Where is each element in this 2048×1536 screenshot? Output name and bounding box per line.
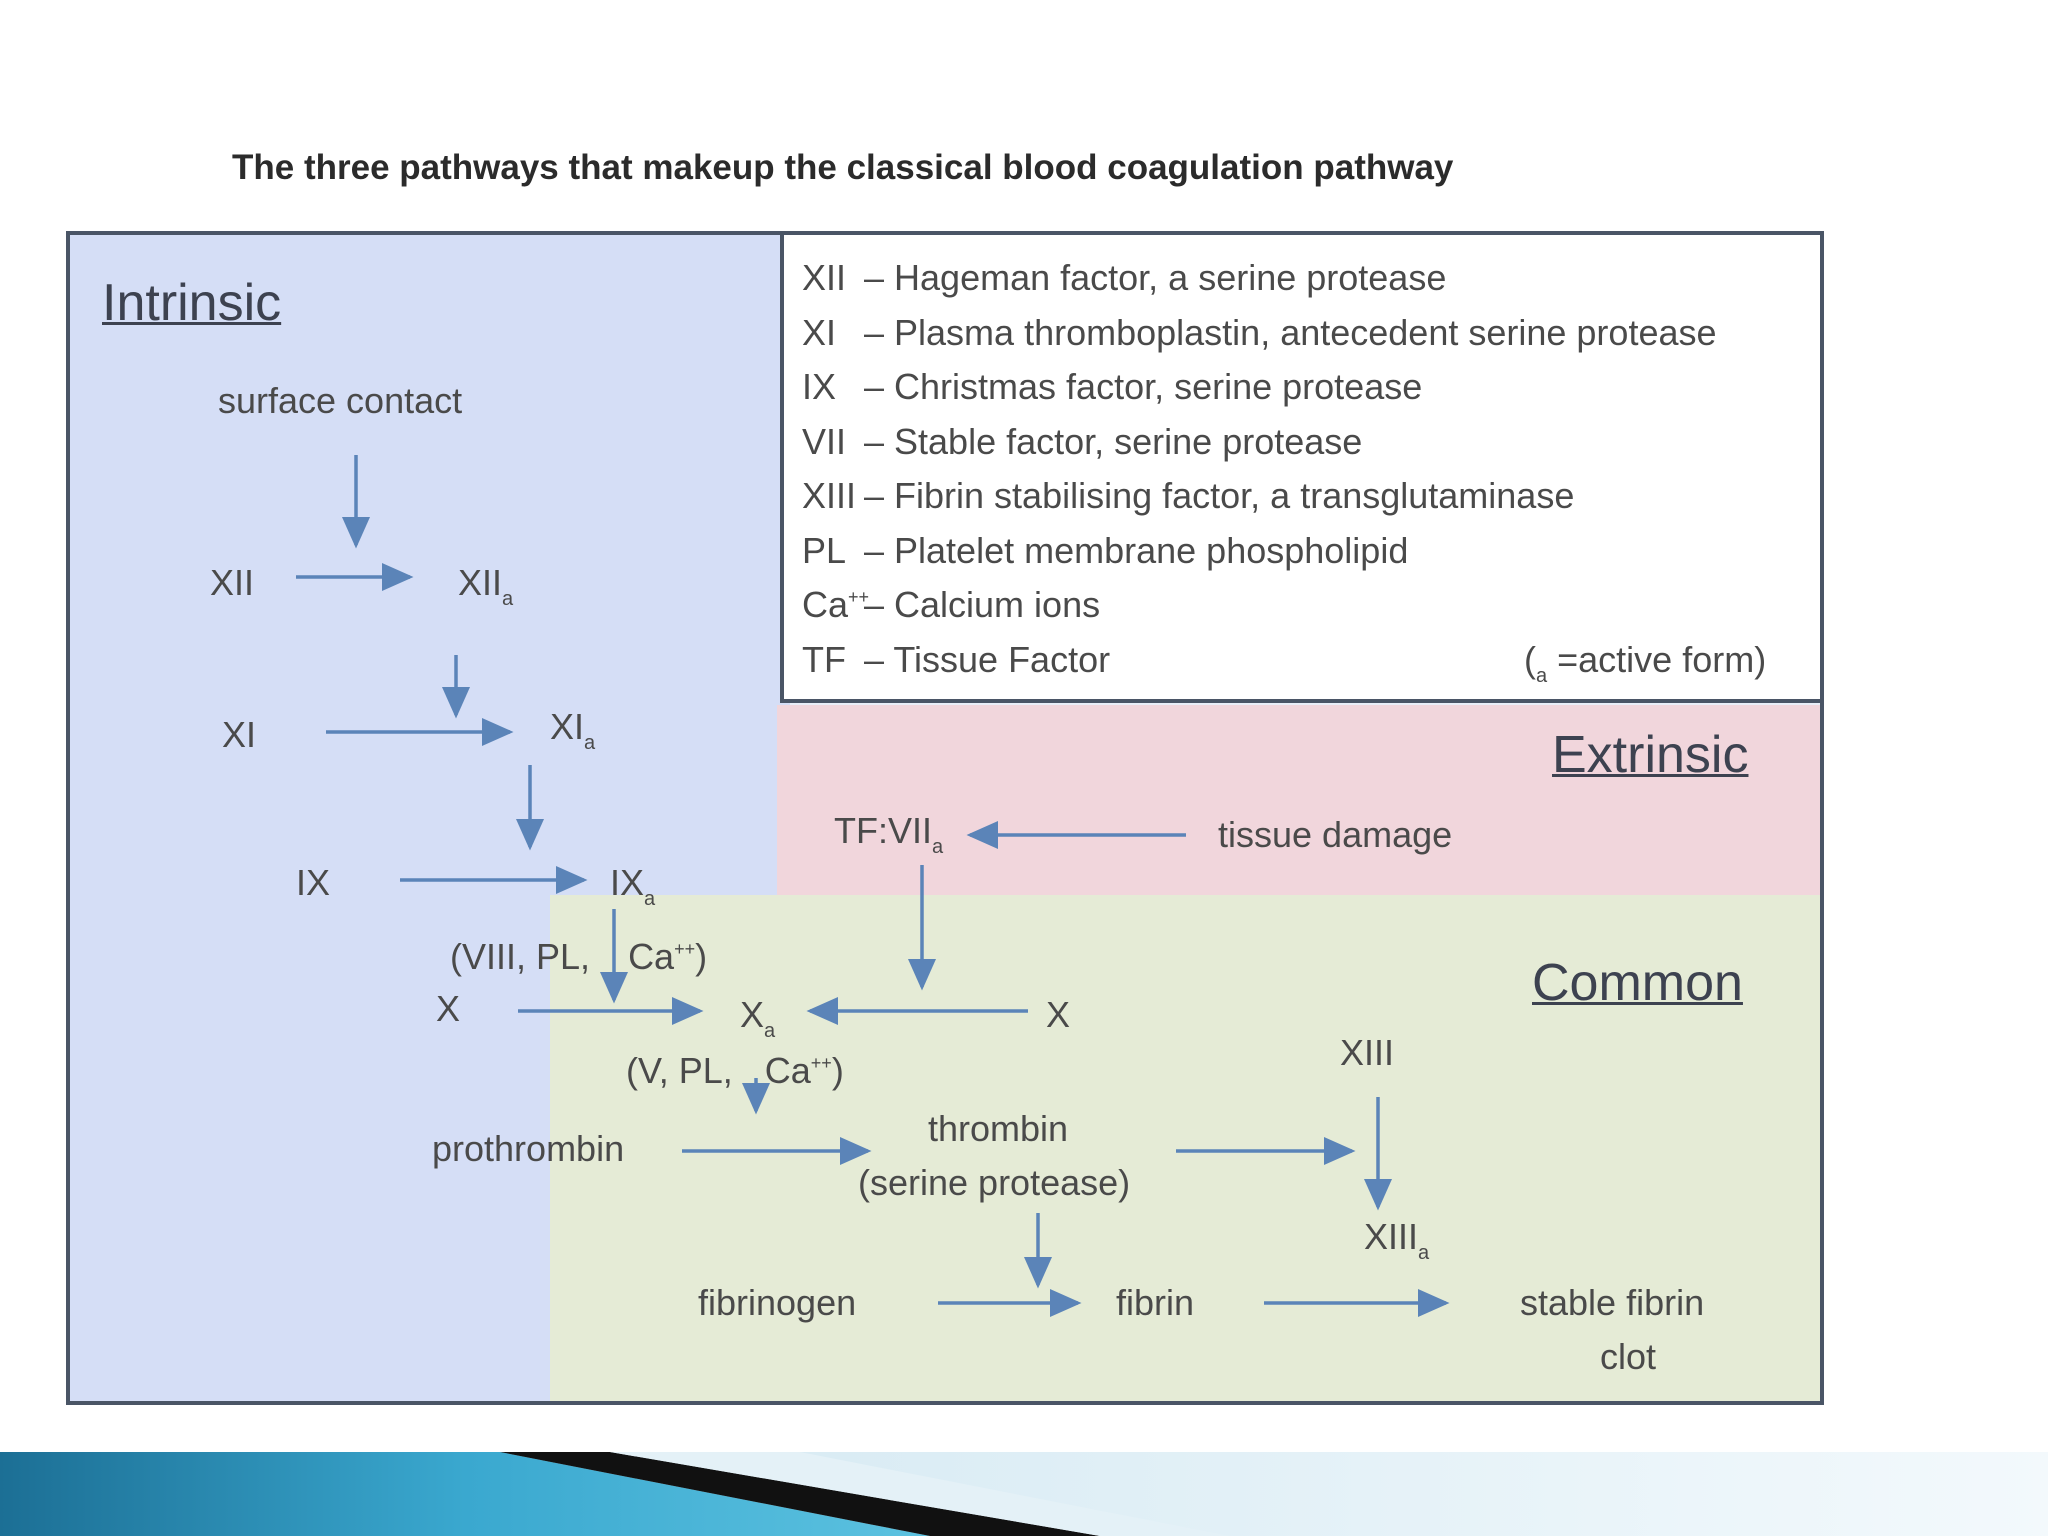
legend-row: TF – Tissue Factor (a =active form) [802,638,1820,694]
node-tf-viia: TF:VIIa [834,810,944,858]
cofactor2-post: ) [831,1050,844,1091]
node-xiiia-sub: a [1418,1242,1430,1264]
node-tf-viia-sub: a [932,836,944,858]
node-fibrinogen: fibrinogen [698,1282,857,1323]
legend-abbr: IX [802,366,837,407]
node-x-intrinsic: X [436,988,461,1029]
node-cofactors-v: (V, PL, Ca++) [626,1053,844,1089]
legend-row: PL – Platelet membrane phospholipid [802,529,1820,585]
cofactor1-ca: Ca [628,936,675,977]
legend-abbr: Ca++ [802,584,869,626]
node-xii: XII [210,562,255,603]
cofactor2-sup: ++ [810,1053,832,1073]
legend-row: XIII– Fibrin stabilising factor, a trans… [802,475,1820,530]
node-xia-sub: a [584,732,596,754]
node-thrombin: thrombin [928,1108,1069,1149]
legend-row: XI – Plasma thromboplastin, antecedent se… [802,311,1820,367]
node-stable-fibrin: stable fibrin [1520,1282,1705,1323]
node-xiia-base: XII [458,562,503,603]
legend-abbr: XII [802,257,847,298]
legend-text: – Platelet membrane phospholipid [864,529,1409,571]
legend-text: – Tissue Factor [864,638,1111,680]
node-prothrombin: prothrombin [432,1128,625,1169]
legend-row: VII – Stable factor, serine protease [802,420,1820,476]
node-xi: XI [222,714,257,755]
legend-abbr-text: Ca [802,584,849,625]
extrinsic-label: Extrinsic [1552,726,1749,784]
legend-abbr: VII [802,420,847,462]
legend-row: XII – Hageman factor, a serine protease [802,257,1820,312]
legend-ca-superscript: ++ [848,587,870,607]
legend-text: – Stable factor, serine protease [864,420,1363,462]
node-serine-protease: (serine protease) [858,1162,1131,1203]
cofactor2-pre: (V, PL, [626,1050,733,1091]
node-xiiia-base: XIII [1364,1216,1419,1257]
node-cofactors-viii: (VIII, PL, Ca++) [450,939,707,975]
node-xiia: XIIa [458,562,514,610]
node-tf-viia-base: TF:VII [834,810,932,851]
cofactor1-pre: (VIII, PL, [450,936,591,977]
node-ixa-sub: a [644,888,656,910]
legend-text: – Calcium ions [864,584,1101,625]
node-surface-contact: surface contact [218,380,463,421]
node-xiia-sub: a [502,588,514,610]
legend-text: – Christmas factor, serine protease [864,366,1423,407]
node-xa-base: X [740,994,765,1035]
legend-abbr: PL [802,529,847,571]
common-label: Common [1532,954,1743,1012]
node-fibrin: fibrin [1116,1282,1195,1323]
legend-text: – Hageman factor, a serine protease [864,257,1447,298]
footer-decoration [0,1452,2048,1536]
legend-row: Ca++– Calcium ions [802,584,1820,639]
note-text: =active form) [1547,638,1767,680]
factor-legend: XII – Hageman factor, a serine protease X… [780,235,1820,703]
cofactor1-post: ) [695,936,708,977]
node-x-extrinsic: X [1046,994,1071,1035]
common-region [550,895,1820,1401]
legend-row: IX – Christmas factor, serine protease [802,366,1820,421]
coagulation-diagram: Intrinsic Extrinsic Common XII – Hageman … [66,231,1824,1405]
intrinsic-label: Intrinsic [102,274,282,332]
active-form-note: (a =active form) [1524,639,1766,688]
legend-abbr: XIII [802,475,857,516]
node-xia-base: XI [550,706,585,747]
cofactor1-sup: ++ [674,939,696,959]
slide-title: The three pathways that makeup the class… [232,148,1454,187]
note-subscript: a [1536,664,1548,687]
node-ixa: IXa [610,862,656,910]
legend-text: – Fibrin stabilising factor, a transglut… [864,475,1575,516]
node-xa: Xa [740,994,776,1042]
node-xiii: XIII [1340,1032,1395,1073]
note-open: ( [1524,638,1536,680]
node-clot: clot [1600,1336,1657,1377]
cofactor2-ca: Ca [764,1050,811,1091]
legend-text: – Plasma thromboplastin, antecedent seri… [864,311,1717,353]
node-xia: XIa [550,706,596,754]
legend-abbr: XI [802,311,837,353]
node-ixa-base: IX [610,862,645,903]
node-xiiia: XIIIa [1364,1216,1430,1264]
node-ix: IX [296,862,331,903]
node-xa-sub: a [764,1020,776,1042]
legend-abbr: TF [802,638,846,680]
footer-swoosh [0,1452,2048,1536]
node-tissue-damage: tissue damage [1218,814,1453,855]
pathway-arrows [296,455,1450,1317]
